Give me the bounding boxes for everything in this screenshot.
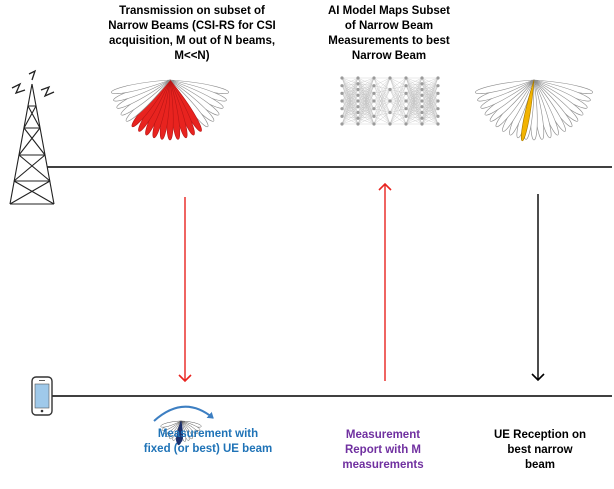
transmit-beam-fan — [111, 79, 229, 141]
mobile-phone-icon — [31, 376, 53, 416]
transmission-label: Transmission on subset of Narrow Beams (… — [108, 5, 276, 62]
best-beam-fan — [475, 79, 593, 142]
cell-tower-icon — [9, 69, 55, 205]
ai-model-label: AI Model Maps Subset of Narrow Beam Meas… — [327, 5, 451, 62]
ue-beam-lobe — [160, 420, 182, 428]
beam-lobe — [111, 79, 171, 94]
ue-reception-label: UE Reception on best narrow beam — [493, 429, 586, 471]
ue-beam-fan — [160, 420, 202, 446]
beam-lobe — [475, 79, 535, 94]
ue-beam-lobe — [176, 420, 183, 446]
ue-beam-sweep-arrow — [153, 405, 214, 422]
neural-network-icon — [340, 76, 440, 126]
measurement-report-label: Measurement Report with M measurements — [342, 429, 424, 471]
best-beam-lobe — [520, 79, 535, 142]
measurement-label: Measurement with fixed (or best) UE beam — [143, 428, 273, 455]
